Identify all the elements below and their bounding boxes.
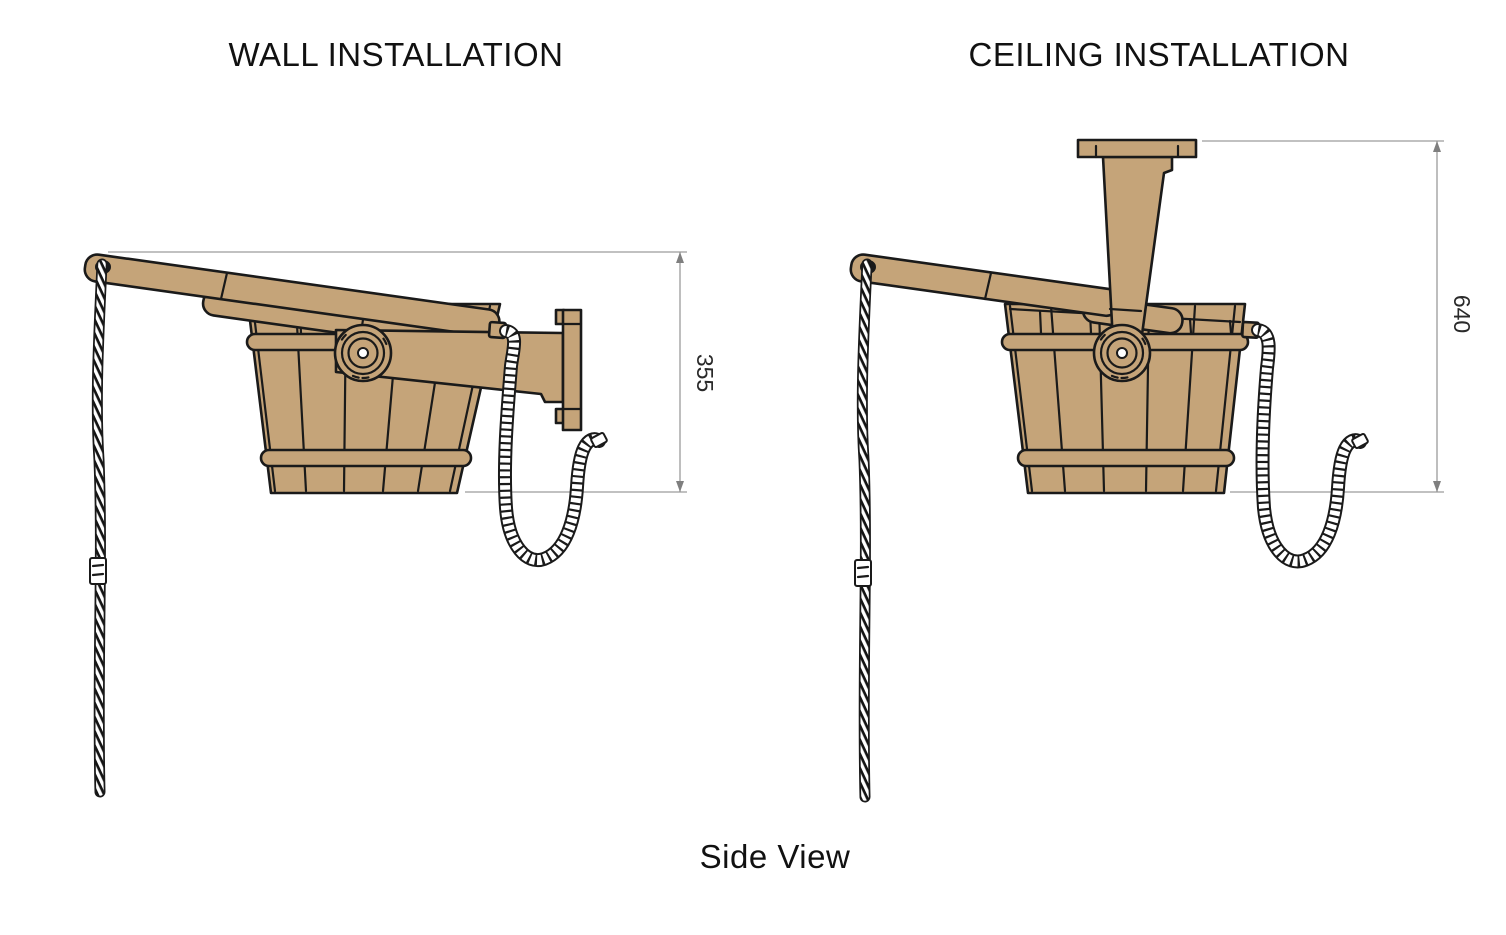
ceiling-dimension-arrow-down (1433, 481, 1441, 492)
ceiling-pivot (1092, 323, 1152, 383)
ceiling-bucket (1000, 302, 1250, 495)
wall-hose-end-cap (590, 432, 608, 448)
wall-installation-title: WALL INSTALLATION (228, 36, 564, 73)
ceiling-installation-view: 640 (849, 138, 1475, 803)
ceiling-dimension-arrow-up (1433, 141, 1441, 152)
wall-dimension-value: 355 (692, 354, 718, 392)
wall-dimension-arrow-up (676, 252, 684, 263)
ceiling-column-seam (1108, 307, 1143, 313)
side-view-caption: Side View (699, 838, 851, 875)
wall-pivot (333, 323, 393, 383)
ceiling-dimension-value: 640 (1449, 295, 1475, 333)
wall-pivot-pin (357, 347, 369, 359)
ceiling-lever-handle (849, 253, 1121, 318)
ceiling-pull-rope (854, 258, 876, 803)
wall-bucket-bottom-band (259, 448, 473, 468)
ceiling-rope-ferrule (854, 559, 872, 587)
wall-installation-view: 355 (83, 251, 718, 798)
wall-dimension-arrow-down (676, 481, 684, 492)
ceiling-bucket-bottom-band (1016, 448, 1236, 468)
wall-mounting-plate (561, 308, 583, 432)
ceiling-hose (1241, 320, 1369, 569)
wall-hose (487, 320, 608, 568)
ceiling-pivot-pin (1116, 347, 1128, 359)
wall-handle-seam (219, 271, 229, 301)
wall-pull-rope (89, 258, 111, 798)
ceiling-mount-plate (1076, 138, 1198, 159)
ceiling-installation-title: CEILING INSTALLATION (968, 36, 1350, 73)
wall-rope-ferrule (89, 557, 107, 585)
ceiling-hose-end-cap (1351, 433, 1369, 449)
ceiling-handle-seam (983, 271, 993, 301)
